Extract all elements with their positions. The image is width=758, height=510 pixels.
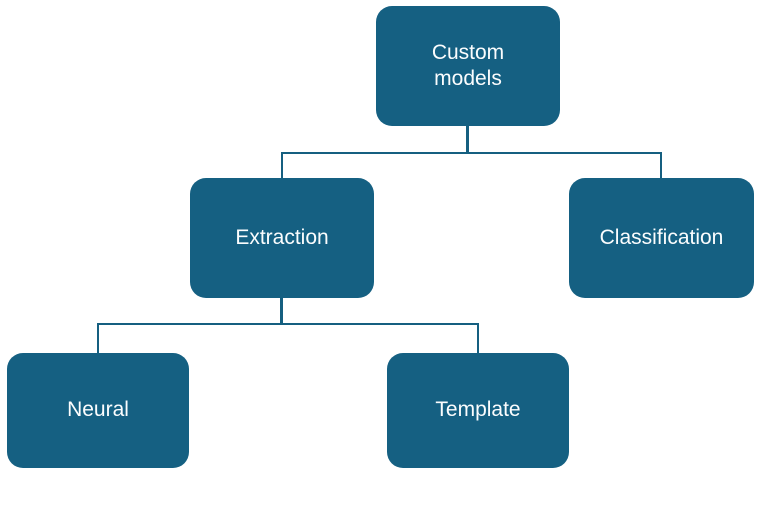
connector-level2-horizontal: [281, 152, 662, 154]
connector-extraction-drop: [281, 152, 283, 178]
connector-root-stem: [466, 126, 469, 153]
node-classification-label: Classification: [599, 225, 724, 249]
node-neural-label: Neural: [67, 398, 129, 422]
node-template: Template: [387, 353, 569, 468]
node-template-label: Template: [435, 398, 521, 422]
node-extraction-label: Extraction: [235, 225, 329, 249]
connector-classification-drop: [660, 152, 662, 178]
connector-extraction-stem: [280, 298, 283, 324]
node-custom-models-label: Custom models: [431, 40, 505, 90]
node-custom-models: Custom models: [376, 6, 560, 126]
node-neural: Neural: [7, 353, 189, 468]
connector-template-drop: [477, 323, 479, 353]
connector-level3-horizontal: [97, 323, 479, 325]
node-classification: Classification: [569, 178, 754, 298]
connector-neural-drop: [97, 323, 99, 353]
node-extraction: Extraction: [190, 178, 374, 298]
